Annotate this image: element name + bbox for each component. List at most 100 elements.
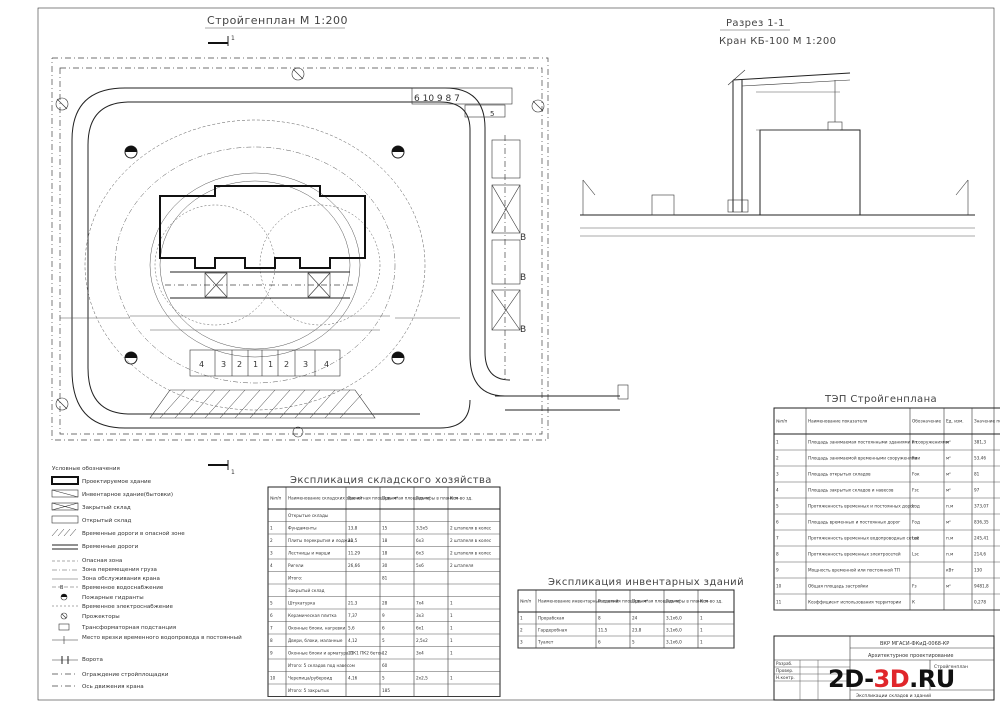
section-title: Разрез 1-1 (726, 18, 785, 29)
watermark-part-2: 3D (873, 665, 910, 693)
table-cell: 2,5х2 (416, 638, 428, 643)
table-cell: 15 (382, 525, 388, 530)
table-cell: 0,278 (974, 600, 986, 605)
table-cell: 24 (632, 616, 638, 621)
table-cell: 2 (270, 538, 273, 543)
temporary-road (130, 101, 506, 397)
table-cell: 1 (450, 600, 453, 605)
table-cell: Lод (912, 504, 920, 509)
table-cell: 8 (776, 552, 779, 557)
legend-item: Временное электроснабжение (82, 604, 174, 610)
table-cell: 12 (382, 650, 388, 655)
table-cell: 23,8 (632, 628, 642, 633)
table-cell: Плиты перекрытия и лоджий (288, 538, 353, 543)
table-cell: кВт (946, 568, 954, 573)
table-cell: Fок (912, 472, 920, 477)
table-cell: Штукатурка (288, 600, 316, 605)
table-cell: м² (946, 440, 951, 445)
gate-label-2: В (520, 273, 526, 283)
bay-3a: 3 (221, 360, 226, 369)
table-cell: м² (946, 456, 951, 461)
plan-title: Стройгенплан М 1:200 (207, 14, 348, 27)
tep-table-title: ТЭП Стройгенплана (824, 394, 937, 405)
table-cell: 30 (382, 563, 388, 568)
cut-mark-top: 1 (231, 35, 235, 42)
inventory-table-title: Экспликация инвентарных зданий (548, 577, 744, 588)
table-cell: Оконные блоки и арматура ПК1 ПК2 бетон (288, 650, 383, 655)
table-cell: 4,16 (348, 675, 358, 680)
table-cell: Площадь временных и постоянных дорог (808, 520, 900, 525)
table-cell: 1 (450, 613, 453, 618)
table-cell: 1 (700, 628, 703, 633)
bay-1a: 1 (253, 360, 258, 369)
table-cell: Площадь занимаемая постоянными зданиями … (808, 440, 949, 445)
table-cell: 60 (382, 663, 388, 668)
table-cell: 11,5 (348, 538, 358, 543)
table-cell: м² (946, 520, 951, 525)
table-cell: 97 (974, 488, 980, 493)
table-cell: 3,5х5 (416, 525, 428, 530)
floodlight-icon (55, 97, 69, 111)
legend-item: Опасная зона (82, 558, 122, 564)
table-cell: Открытые склады (288, 513, 328, 518)
table-cell: 1 (776, 440, 779, 445)
table-cell: 7 (776, 536, 779, 541)
table-cell: 4 (270, 563, 273, 568)
legend-heading: Условные обозначения (52, 466, 120, 472)
table-cell: Закрытый склад (288, 588, 325, 593)
table-cell: 7,37 (348, 613, 358, 618)
table-cell: Итого: 5 складов под навесом (288, 663, 355, 668)
table-cell: 5х6 (416, 563, 424, 568)
table-cell: 3 (520, 640, 523, 645)
table-cell: Площадь открытых складов (808, 472, 871, 477)
number-5: 5 (490, 110, 494, 118)
table-cell: Lвс (912, 536, 920, 541)
table-cell: 5 (776, 504, 779, 509)
table-cell: 2 штапеля в колес (450, 538, 492, 543)
table-header: Обозначение (912, 419, 941, 424)
table-cell: 5 (632, 640, 635, 645)
crane-service-zone (159, 180, 351, 350)
table-cell: 7 (270, 625, 273, 630)
table-header: Наименование инвентарных зданий (538, 599, 619, 604)
table-cell: 1 (450, 675, 453, 680)
bay-3b: 3 (303, 360, 308, 369)
table-cell: Lэс (912, 552, 920, 557)
legend-item: Проектируемое здание (82, 479, 152, 485)
bay-2a: 2 (237, 360, 242, 369)
table-cell: 6х3 (416, 550, 424, 555)
table-cell: Fп (912, 440, 917, 445)
legend-item: Временное водоснабжение (82, 585, 164, 591)
table-cell: 11,29 (348, 550, 360, 555)
table-cell: 1 (700, 640, 703, 645)
designed-building (159, 185, 366, 269)
table-cell: 5 (270, 600, 273, 605)
table-cell: 373,07 (974, 504, 989, 509)
table-cell: 1 (520, 616, 523, 621)
table-cell: 28 (382, 600, 388, 605)
bay-4a: 4 (199, 360, 204, 369)
table-cell: 245,41 (974, 536, 989, 541)
table-cell: 836,35 (974, 520, 989, 525)
table-cell: 3,1х6,0 (666, 616, 682, 621)
table-cell: п.м (946, 504, 953, 509)
table-cell: 3х4 (416, 650, 424, 655)
table-cell: 6 (270, 613, 273, 618)
table-cell: 18 (382, 538, 388, 543)
table-header: №п/п (270, 496, 282, 501)
bay-4b: 4 (324, 360, 329, 369)
table-cell: Туалет (537, 640, 554, 645)
table-cell: 9 (776, 568, 779, 573)
legend-item: Место врезки временного водопровода в по… (82, 634, 242, 641)
table-header: Наименование показателя (808, 419, 868, 424)
title-block-subject: Архитектурное проектирование (868, 653, 953, 659)
title-block-footer: Экспликации складов и зданий (856, 692, 931, 699)
table-header: Расчетная площадь м² (598, 599, 648, 604)
table-cell: 81 (382, 575, 388, 580)
table-cell: 130 (974, 568, 982, 573)
table-cell: Гардеробная (538, 628, 567, 633)
table-cell: 1 (450, 638, 453, 643)
